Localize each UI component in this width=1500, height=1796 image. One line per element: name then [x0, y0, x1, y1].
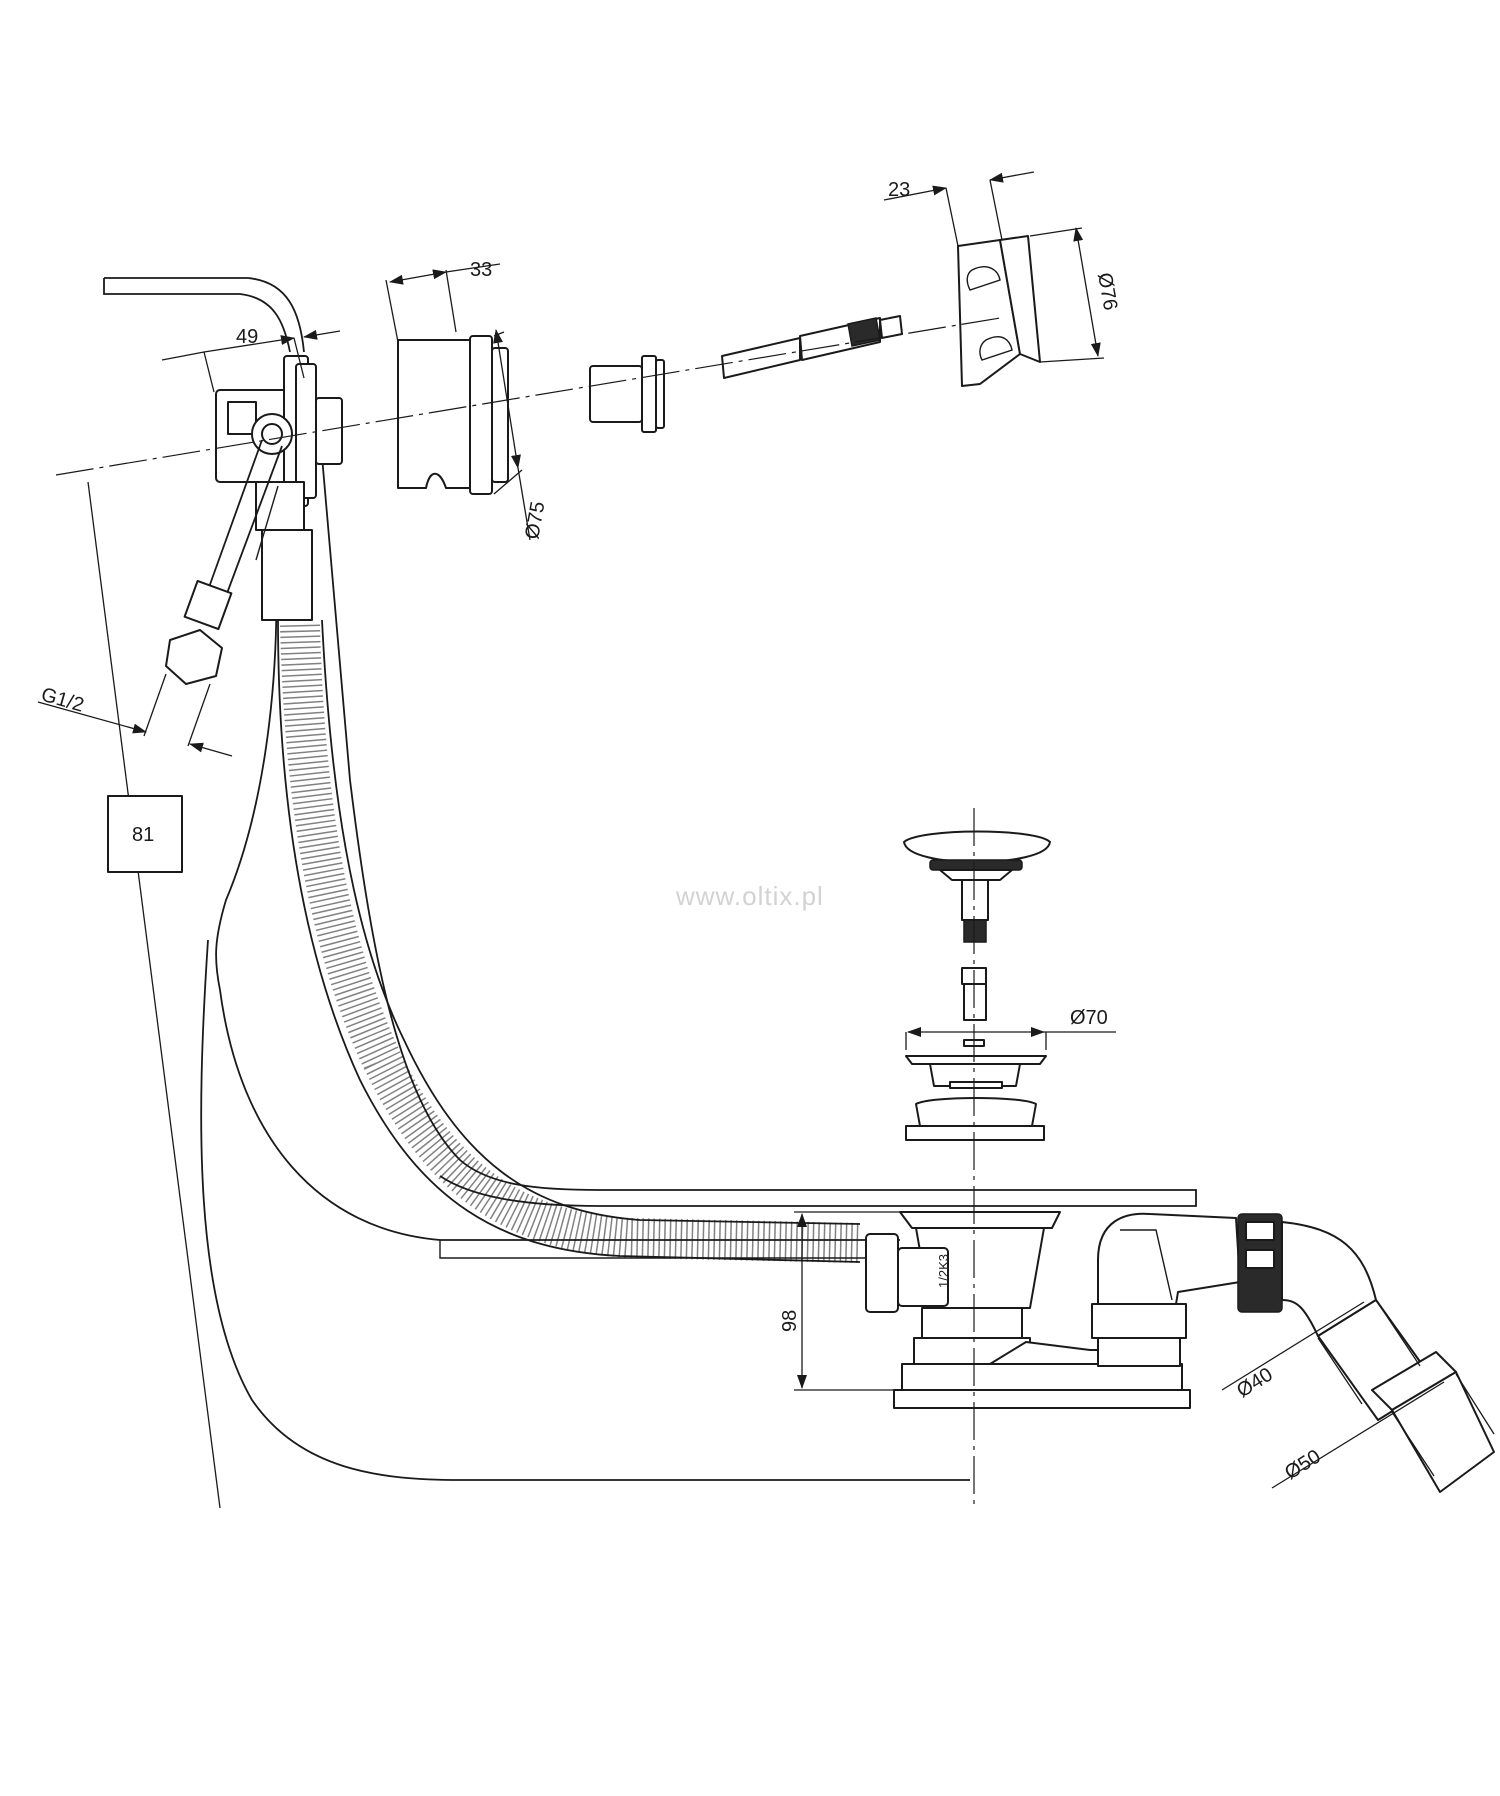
dim-overflow-width-label: 49	[236, 326, 258, 348]
dim-trap-height-label: 98	[779, 1310, 801, 1332]
drain-trap	[865, 1211, 1241, 1409]
dim-ring-length-label: 33	[470, 259, 492, 281]
spindle	[721, 315, 903, 379]
dim-inlet-thread: G1/2	[37, 673, 233, 757]
dim-plug-diameter: Ø70	[905, 1007, 1116, 1050]
watermark: www.oltix.pl	[675, 881, 824, 911]
dim-outlet-large: Ø50	[1271, 1373, 1495, 1489]
dim-handle-diameter-label: Ø76	[1093, 271, 1121, 312]
outlet-elbow	[1237, 1213, 1495, 1493]
dim-height-box-frame	[107, 795, 183, 873]
overflow-centerline	[55, 317, 1001, 476]
corrugated-hose	[277, 619, 861, 1263]
dim-handle-length-label: 23	[888, 179, 910, 201]
overflow-coupler	[589, 355, 665, 433]
dim-trap-height: 98	[779, 1211, 904, 1391]
dim-ring-diameter-label: Ø75	[521, 500, 549, 541]
dim-height-box-label: 81	[132, 824, 154, 846]
supply-hose	[165, 439, 283, 685]
overflow-assembly	[215, 355, 343, 621]
dim-plug-diameter-label: Ø70	[1070, 1007, 1108, 1029]
inlet-nut	[165, 629, 223, 685]
dim-overflow-width: 49	[161, 326, 341, 393]
dim-handle-length: 23	[883, 171, 1035, 247]
plug-assembly	[903, 830, 1051, 1141]
bathtub-outline	[103, 277, 1197, 1481]
dim-handle-diameter: Ø76	[1029, 227, 1121, 363]
dim-ring-length: 33	[385, 259, 501, 343]
dim-height-box: 81	[87, 481, 221, 1509]
overflow-ring	[397, 335, 509, 495]
dim-inlet-thread-label: G1/2	[39, 684, 87, 717]
overflow-handle	[957, 235, 1041, 387]
dim-outlet-small-label: Ø40	[1233, 1364, 1277, 1403]
trap-label: 1/2K3	[936, 1254, 951, 1288]
